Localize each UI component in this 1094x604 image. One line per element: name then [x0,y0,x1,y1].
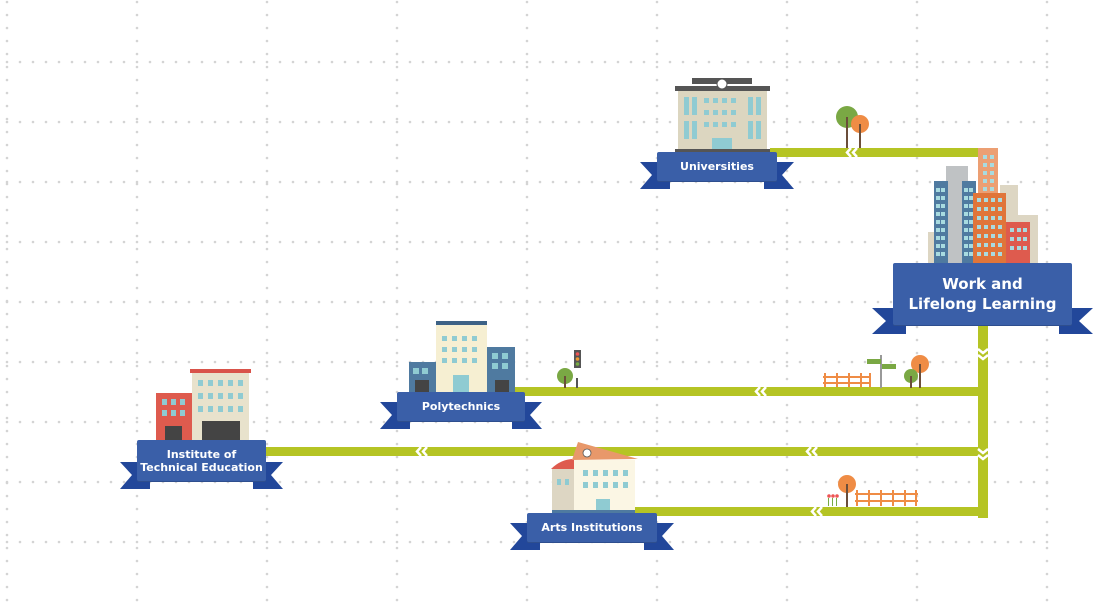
fence-tree-icon [827,475,918,507]
work-lifelong-learning-banner[interactable]: Work and Lifelong Learning [872,263,1093,334]
chevron-down-icon [977,448,989,461]
ite-building-icon [156,369,251,440]
polytechnics-label: Polytechnics [397,392,525,421]
traffic-light-icon [557,350,581,388]
chevron-icon [810,506,823,517]
chevron-icon [805,446,818,457]
direction-chevrons [415,147,989,517]
chevron-icon [754,386,767,397]
arts-building-icon [551,442,638,514]
road-vertical-main [978,148,988,518]
arts-institutions-label: Arts Institutions [527,513,657,542]
ite-label-line2: Technical Education [140,460,263,474]
road-universities [770,148,988,157]
road-ite [262,447,983,456]
ite-banner[interactable]: Institute of Technical Education [120,440,283,489]
arts-institutions-banner[interactable]: Arts Institutions [510,513,674,550]
work-label-line1: Work and [942,275,1023,293]
polytechnic-building-icon [409,321,515,392]
chevron-icon [845,147,858,158]
polytechnics-banner[interactable]: Polytechnics [380,392,542,429]
roads [262,148,988,518]
ite-label-line1: Institute of [166,447,237,461]
signpost-fence-icon [823,355,929,388]
chevron-down-icon [977,348,989,361]
city-skyline-icon [928,148,1038,263]
university-building-icon [675,78,770,153]
universities-label: Universities [657,152,777,181]
chevron-icon [415,446,428,457]
dotted-grid [5,0,1049,602]
road-arts [630,507,988,516]
universities-banner[interactable]: Universities [640,152,794,189]
road-polytechnics [505,387,983,396]
work-label-line2: Lifelong Learning [908,295,1057,313]
tree-icon [836,106,869,148]
